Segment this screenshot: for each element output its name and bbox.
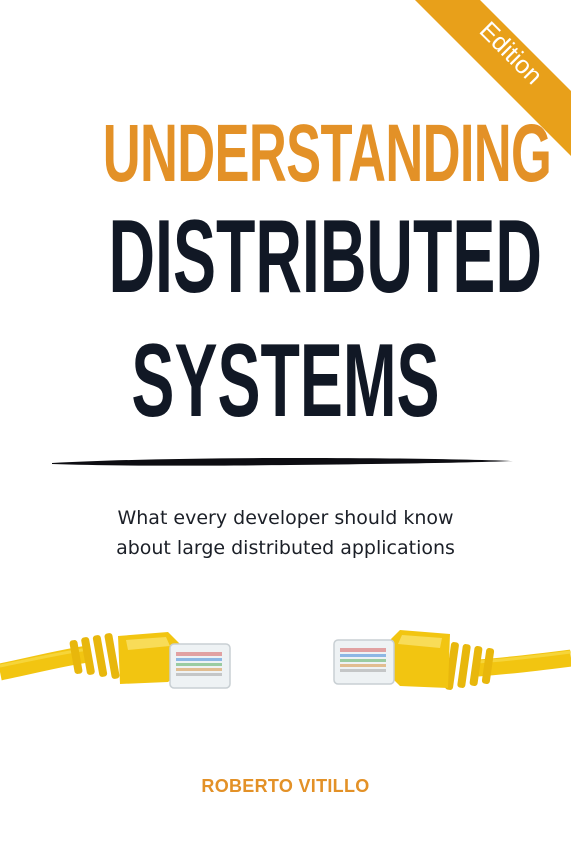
brush-stroke-divider — [52, 458, 513, 466]
title-line-2: DISTRIBUTED — [108, 199, 542, 315]
title-line-1: UNDERSTANDING — [102, 108, 552, 199]
author-name: ROBERTO VITILLO — [201, 776, 370, 796]
ethernet-cable-left-icon — [0, 632, 231, 689]
subtitle-line-1: What every developer should know — [117, 507, 454, 529]
ethernet-cable-right-icon — [333, 630, 571, 690]
edition-ribbon — [415, 0, 571, 156]
title-line-3: SYSTEMS — [131, 323, 440, 439]
ethernet-cables-illustration — [0, 630, 571, 690]
subtitle-line-2: about large distributed applications — [116, 537, 455, 559]
